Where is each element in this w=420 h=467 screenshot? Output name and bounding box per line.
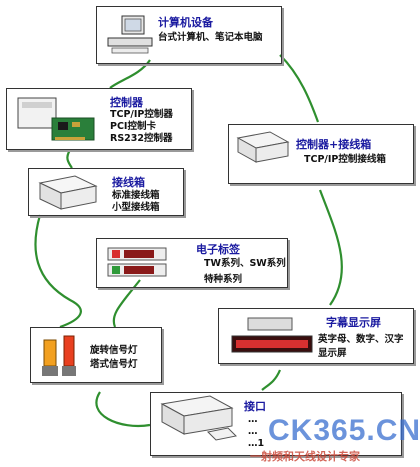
node-electronic-tag-line-1: TW系列、SW系列 bbox=[204, 258, 286, 269]
node-signal-lamp bbox=[30, 327, 162, 383]
node-controller-junction-box-title: 控制器+接线箱 bbox=[296, 138, 372, 151]
node-junction-box bbox=[28, 168, 184, 216]
node-controller-line-1: TCP/IP控制器 bbox=[110, 109, 173, 120]
node-junction-box-line-2: 小型接线箱 bbox=[112, 202, 160, 213]
connector-junction-signal bbox=[34, 214, 82, 329]
box-device-icon bbox=[236, 131, 290, 163]
controller-board-icon bbox=[17, 97, 95, 141]
electronic-tag-icon bbox=[107, 247, 167, 277]
node-junction-box-title: 接线箱 bbox=[112, 176, 145, 189]
watermark-logo: CK365.CN bbox=[268, 414, 420, 447]
interface-device-icon bbox=[160, 395, 238, 441]
connector-computer-ctrlbox bbox=[279, 54, 320, 123]
node-signal-lamp-line-2: 塔式信号灯 bbox=[90, 359, 138, 370]
node-computer-title: 计算机设备 bbox=[158, 16, 213, 29]
connector-etag-signal bbox=[112, 279, 141, 328]
node-signal-lamp-line-1: 旋转信号灯 bbox=[90, 345, 138, 356]
node-led-display-title: 字幕显示屏 bbox=[326, 316, 381, 329]
node-led-display-line-1: 英字母、数字、汉字 bbox=[318, 334, 404, 345]
node-controller-line-2: PCI控制卡 bbox=[110, 121, 156, 132]
signal-lamp-icon bbox=[42, 335, 76, 376]
connector-controller-junction bbox=[66, 149, 73, 169]
led-display-icon bbox=[231, 317, 313, 353]
node-interface-line-3: …1 bbox=[248, 438, 265, 449]
node-controller-line-3: RS232控制器 bbox=[110, 133, 173, 144]
node-interface-line-2: … bbox=[248, 426, 258, 437]
box-device-icon bbox=[38, 175, 98, 210]
desktop-computer-icon bbox=[107, 15, 153, 54]
node-led-display-line-2: 显示屏 bbox=[318, 348, 347, 359]
node-computer-line-1: 台式计算机、笔记本电脑 bbox=[158, 32, 263, 43]
node-controller-junction-box bbox=[228, 124, 414, 184]
connector-signal-interface bbox=[95, 391, 151, 428]
connector-lines bbox=[34, 54, 343, 428]
node-led-display bbox=[218, 308, 414, 364]
node-electronic-tag bbox=[96, 238, 288, 288]
node-interface bbox=[150, 392, 402, 456]
node-controller-junction-box-line-1: TCP/IP控制接线箱 bbox=[304, 154, 386, 165]
watermark-tagline: 一射频和天线设计专家 bbox=[250, 450, 360, 463]
connector-ctrlbox-right bbox=[318, 189, 343, 306]
node-controller-title: 控制器 bbox=[110, 96, 143, 109]
node-electronic-tag-line-2: 特种系列 bbox=[204, 274, 243, 285]
node-junction-box-line-1: 标准接线箱 bbox=[112, 190, 160, 201]
node-computer bbox=[96, 6, 282, 64]
connector-computer-controller bbox=[109, 59, 151, 89]
node-electronic-tag-title: 电子标签 bbox=[196, 243, 240, 256]
connector-display-interface bbox=[261, 369, 282, 391]
node-controller bbox=[6, 88, 192, 150]
node-interface-line-1: … bbox=[248, 414, 258, 425]
node-interface-title: 接口 bbox=[244, 400, 266, 413]
